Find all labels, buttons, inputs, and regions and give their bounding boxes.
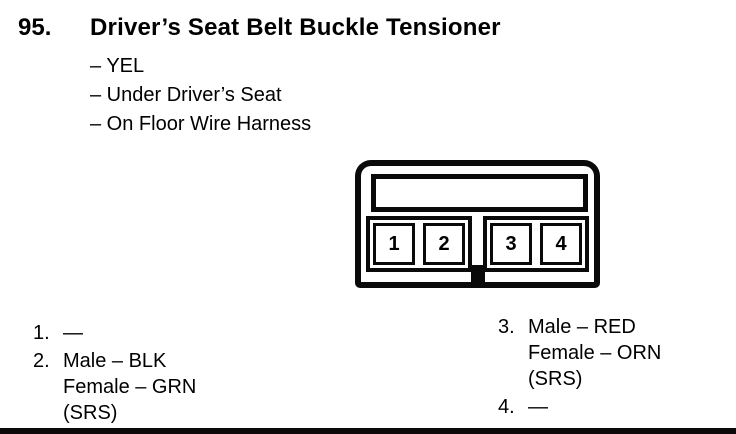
pin-cavity-4: 4 bbox=[540, 223, 582, 265]
page-bottom-rule bbox=[0, 428, 736, 434]
pin-group-left: 1 2 bbox=[366, 216, 472, 272]
legend-line: Female – ORN bbox=[528, 342, 662, 364]
legend-line: Female – GRN bbox=[63, 376, 197, 398]
legend-right-column: 3. Male – RED Female – ORN (SRS) 4. — bbox=[498, 314, 661, 422]
pin-group-right: 3 4 bbox=[483, 216, 589, 272]
legend-entry-pin1: 1. — bbox=[33, 320, 196, 346]
legend-pin-lines: — bbox=[528, 394, 548, 420]
detail-list: – YEL – Under Driver’s Seat – On Floor W… bbox=[90, 52, 311, 139]
detail-harness: – On Floor Wire Harness bbox=[90, 113, 312, 135]
legend-line: (SRS) bbox=[63, 402, 118, 424]
connector-key-slot bbox=[371, 174, 588, 212]
connector-diagram: 1 2 3 4 bbox=[355, 160, 600, 288]
legend-line: Male – BLK bbox=[63, 350, 167, 372]
legend-entry-pin4: 4. — bbox=[498, 394, 661, 420]
page-title: Driver’s Seat Belt Buckle Tensioner bbox=[90, 14, 501, 41]
pin-cavity-2: 2 bbox=[423, 223, 465, 265]
legend-pin-number: 2. bbox=[33, 350, 50, 372]
pin-row: 1 2 3 4 bbox=[366, 216, 589, 272]
legend-pin-lines: — bbox=[63, 320, 83, 346]
legend-pin-lines: Male – BLK Female – GRN (SRS) bbox=[63, 348, 196, 426]
legend-pin-number: 3. bbox=[498, 316, 515, 338]
pin-cavity-1: 1 bbox=[373, 223, 415, 265]
legend-entry-pin2: 2. Male – BLK Female – GRN (SRS) bbox=[33, 348, 196, 426]
legend-entry-pin3: 3. Male – RED Female – ORN (SRS) bbox=[498, 314, 661, 392]
legend-line: — bbox=[528, 396, 548, 418]
legend-line: (SRS) bbox=[528, 368, 583, 390]
legend-line: Male – RED bbox=[528, 316, 636, 338]
detail-location: – Under Driver’s Seat bbox=[90, 84, 282, 106]
legend-line: — bbox=[63, 322, 83, 344]
pin-cavity-3: 3 bbox=[490, 223, 532, 265]
legend-left-column: 1. — 2. Male – BLK Female – GRN (SRS) bbox=[33, 320, 196, 428]
legend-pin-lines: Male – RED Female – ORN (SRS) bbox=[528, 314, 661, 392]
legend-pin-number: 1. bbox=[33, 322, 50, 344]
alignment-notch bbox=[470, 265, 485, 282]
detail-wire-color: – YEL bbox=[90, 55, 145, 77]
legend-pin-number: 4. bbox=[498, 396, 515, 418]
item-number: 95. bbox=[18, 14, 52, 41]
